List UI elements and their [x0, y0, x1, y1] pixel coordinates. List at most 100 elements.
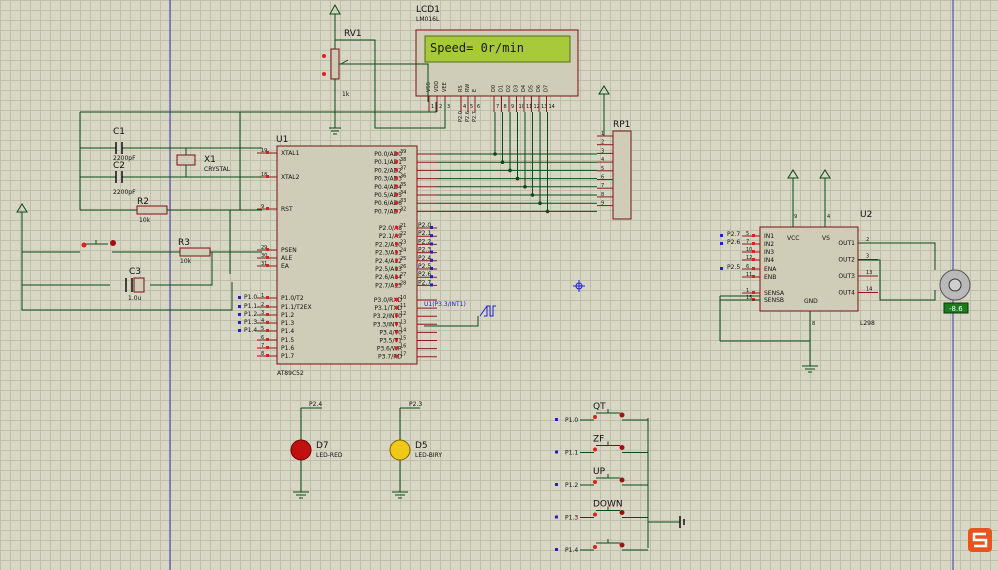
u2-pin-label: IN1 — [764, 233, 774, 240]
pin-dot — [266, 175, 269, 178]
pin-dot — [395, 330, 398, 334]
pin-marker — [555, 450, 558, 454]
lcd-pin-number: 6 — [477, 104, 480, 110]
button-label: ZF — [593, 435, 604, 445]
u1-pin-label: P1.3 — [281, 320, 294, 327]
u1-pin-label: XTAL1 — [281, 150, 300, 157]
lcd-pin-number: 1 — [431, 104, 434, 110]
pin-dot — [395, 152, 398, 155]
d5-lamp — [389, 439, 411, 461]
u1-pin-number: 5 — [261, 326, 264, 332]
u1-pin-label: P2.1/A9 — [379, 233, 402, 240]
pin-dot — [266, 207, 269, 210]
pin-dot — [752, 250, 755, 253]
led-d7[interactable]: P2.4 D7 LED-RED — [290, 401, 343, 499]
c2-ref: C2 — [113, 161, 125, 171]
lcd-pin-number: 2 — [439, 104, 442, 110]
u1-pin-number: 33 — [400, 198, 406, 204]
u1-pin-label: P2.7/A15 — [375, 282, 402, 289]
resistor-r2 — [136, 205, 168, 215]
lcd-ref: LCD1 — [416, 5, 440, 15]
lcd-pin-label: D5 — [529, 85, 535, 92]
junction — [545, 209, 550, 214]
lcd-screen — [424, 35, 571, 63]
lcd-pin-label: D1 — [499, 85, 505, 92]
c2-value: 2200pF — [113, 189, 136, 196]
reset-circuit[interactable]: R2 10k R3 10k C3 1.0u — [16, 197, 262, 311]
lcd-net-label: P2.0 — [458, 111, 464, 122]
lcd-pin-label: D4 — [521, 85, 527, 92]
button-symbol — [580, 409, 648, 421]
lcd-pin-label: RW — [465, 84, 471, 92]
c1-value: 2200pF — [113, 155, 136, 162]
u2-net-label: P2.6 — [727, 239, 740, 246]
pin-dot — [395, 275, 398, 279]
u1-pin-label: P1.1/T2EX — [281, 304, 312, 311]
pin-dot — [266, 256, 269, 259]
logic-probe[interactable]: U1(P3.3/INT1) — [424, 301, 496, 327]
lcd-pin-label: D3 — [514, 85, 520, 92]
u1-pin-number: 21 — [400, 223, 406, 229]
pin-marker — [238, 296, 241, 299]
lcd-pin-number: 9 — [511, 104, 514, 110]
u2-pin-label: VCC — [787, 235, 799, 242]
pin-marker — [238, 329, 241, 332]
u2-ground — [802, 365, 818, 373]
button-label: UP — [593, 467, 606, 477]
pin-dot — [395, 193, 398, 196]
u1-pin-number: 29 — [261, 245, 267, 251]
potentiometer-rv1[interactable]: RV1 1k — [322, 3, 362, 135]
app-logo-icon[interactable] — [968, 528, 992, 552]
pin-dot — [593, 545, 597, 549]
r2-value: 10k — [139, 217, 151, 224]
pin-marker — [430, 250, 433, 254]
u1-pin-number: 38 — [400, 157, 406, 163]
logo-glyph — [972, 532, 988, 548]
pin-dot — [395, 354, 398, 358]
u1-pin-label: PSEN — [281, 247, 297, 254]
lcd-pin-number: 11 — [526, 104, 532, 110]
rp1-pin-number: 1 — [601, 131, 604, 137]
rp1-power-terminal — [598, 85, 610, 95]
lcd-module[interactable]: LCD1 LM016L Speed= 0r/min VSS1VDD2VEE3RS… — [415, 5, 579, 122]
u1-pin-number: 9 — [261, 204, 264, 210]
u1-pin-number: 1 — [261, 293, 264, 299]
u1-pin-label: P0.7/AD7 — [374, 208, 402, 215]
c1-ref: C1 — [113, 127, 125, 137]
pin-dot — [395, 250, 398, 254]
lcd-pin-label: VEE — [442, 82, 448, 92]
lcd-model: LM016L — [416, 16, 440, 23]
pin-dot — [266, 329, 269, 332]
u2-body — [759, 226, 859, 312]
led-d5[interactable]: P2.3 D5 LED-BIRY — [389, 401, 442, 499]
pin-marker — [238, 313, 241, 316]
u2-pin-label: SENSB — [764, 297, 784, 304]
bus-wire — [437, 112, 597, 196]
motor-readout-box — [943, 302, 969, 314]
u1-pin-number: 4 — [261, 318, 264, 324]
dc-motor[interactable]: -8.6 — [939, 269, 971, 314]
d5-ref: D5 — [415, 441, 428, 451]
u1-pin-number: 36 — [400, 174, 406, 180]
rp1-body — [612, 130, 632, 220]
lcd-pin-label: D7 — [544, 85, 550, 92]
oscillator-circuit[interactable]: C1 2200pF C2 2200pF X1 CRYSTAL — [79, 112, 262, 210]
u2-pin-number: 14 — [866, 287, 872, 293]
u1-pin-label: P0.1/AD1 — [374, 159, 402, 166]
button-symbol — [580, 474, 648, 486]
pin-dot — [266, 264, 269, 267]
u1-pin-label: P0.6/AD6 — [374, 200, 402, 207]
rv1-value: 1k — [342, 91, 350, 98]
pin-dot — [395, 176, 398, 180]
button-net-label: P1.4 — [565, 547, 578, 554]
lcd-pin-label: VDD — [434, 81, 440, 92]
pin-dot — [322, 72, 326, 76]
u1-net-label: P2.3 — [418, 247, 431, 254]
u1-pin-label: P1.6 — [281, 345, 294, 352]
pin-dot — [752, 275, 755, 278]
